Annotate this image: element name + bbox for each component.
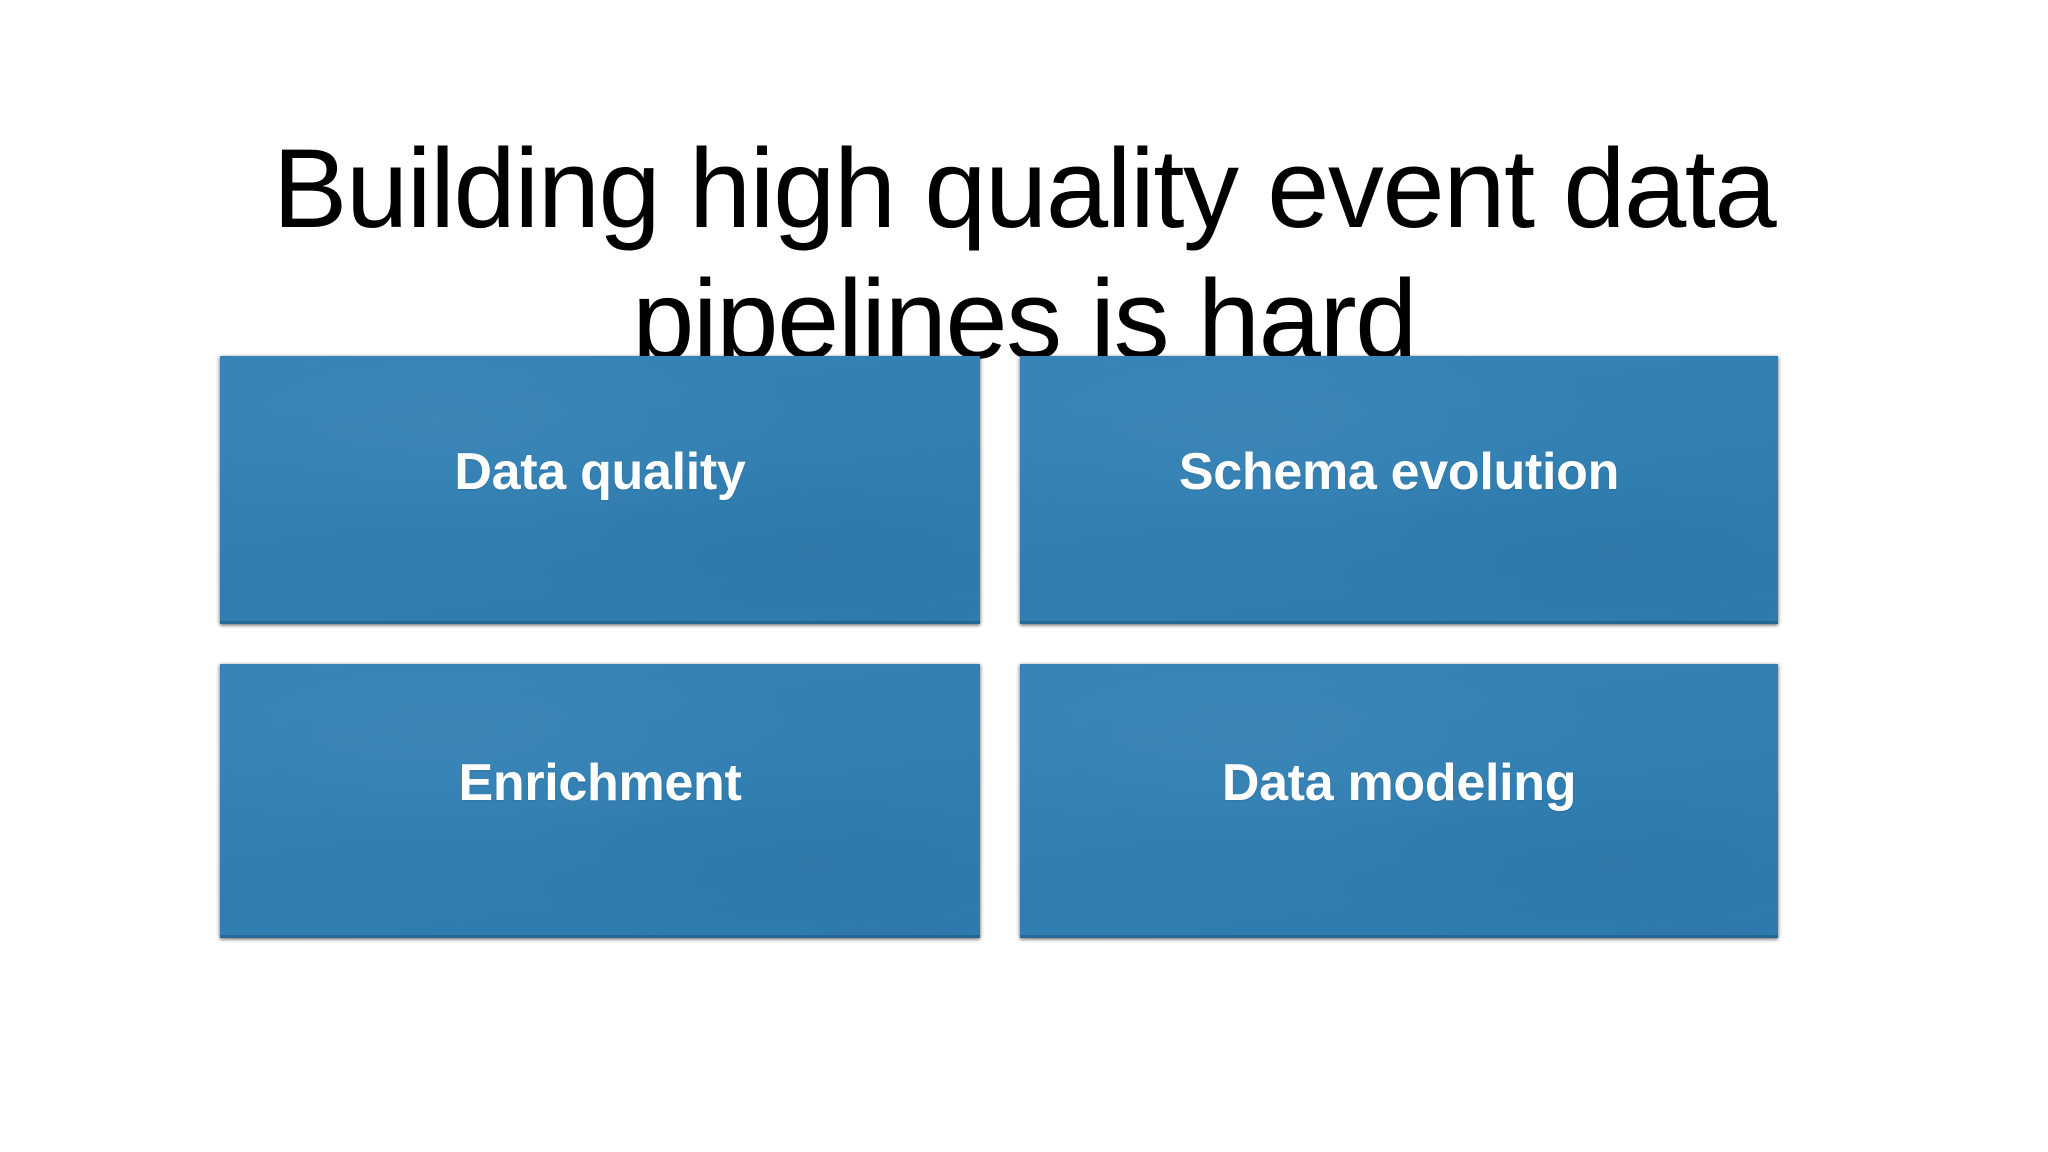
challenge-card-label: Enrichment	[458, 754, 742, 812]
challenge-card-data-modeling[interactable]: Data modeling	[1020, 664, 1778, 938]
challenge-card-schema-evolution[interactable]: Schema evolution	[1020, 356, 1778, 624]
challenge-card-data-quality[interactable]: Data quality	[220, 356, 980, 624]
challenges-grid: Data quality Schema evolution Enrichment…	[220, 356, 1778, 938]
challenge-card-label: Schema evolution	[1178, 443, 1620, 501]
challenge-card-label: Data modeling	[1221, 754, 1577, 812]
page-title: Building high quality event data pipelin…	[272, 126, 1777, 383]
challenge-card-enrichment[interactable]: Enrichment	[220, 664, 980, 938]
challenge-card-label: Data quality	[454, 443, 746, 501]
